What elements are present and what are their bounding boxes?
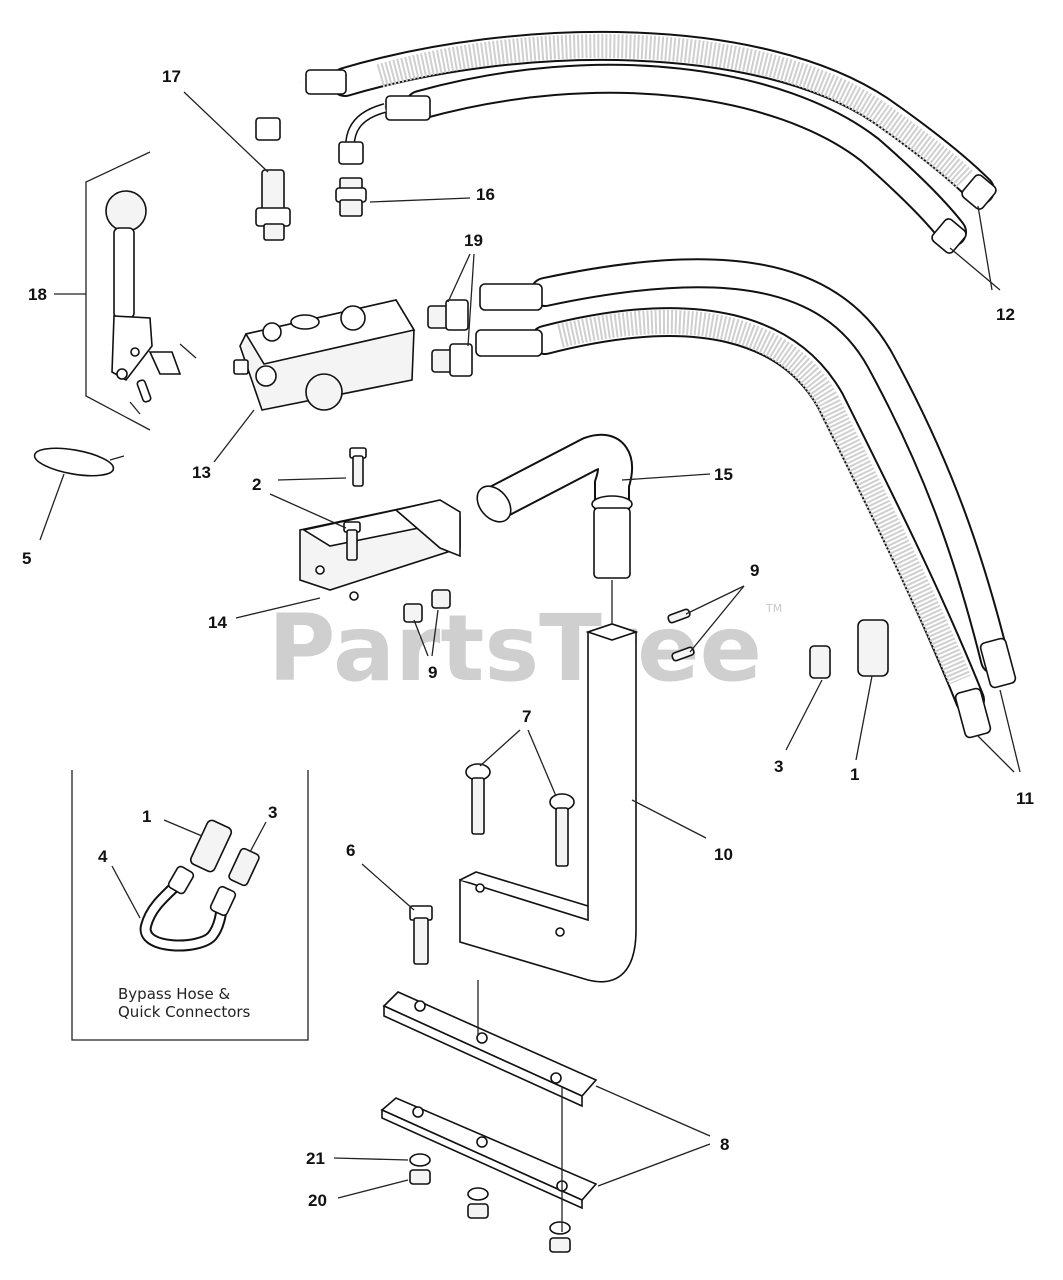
callout-11: 11 (1016, 789, 1034, 808)
callout-21: 21 (306, 1149, 325, 1168)
plate-8-upper[interactable] (382, 991, 598, 1108)
inset-callout-3: 3 (268, 803, 277, 822)
control-valve-13[interactable] (233, 299, 416, 411)
callout-15: 15 (714, 465, 733, 484)
inset-quick-connector-1[interactable] (189, 819, 233, 873)
callout-8: 8 (720, 1135, 729, 1154)
bypass-hose-inset: Bypass Hose & Quick Connectors (71, 770, 309, 1041)
cable-tie-5[interactable] (33, 443, 125, 481)
watermark-trademark: TM (765, 602, 782, 615)
callout-labels: 17 16 19 12 18 13 5 2 15 14 9 9 7 10 6 3… (22, 67, 1034, 1210)
quick-connector-3[interactable] (809, 645, 831, 679)
callout-9-right: 9 (750, 561, 759, 580)
quick-connector-1[interactable] (857, 619, 889, 677)
callout-20: 20 (308, 1191, 327, 1210)
callout-6: 6 (346, 841, 355, 860)
leader-lines (39, 91, 1021, 1199)
callout-19: 19 (464, 231, 483, 250)
inset-caption-line-1: Bypass Hose & (118, 985, 231, 1003)
fitting-16[interactable] (335, 177, 367, 217)
callout-10: 10 (714, 845, 733, 864)
hose-assembly-12[interactable] (255, 30, 998, 255)
nut-9-left[interactable] (403, 589, 451, 623)
frame-post-10[interactable] (459, 623, 639, 983)
callout-17: 17 (162, 67, 181, 86)
callout-7: 7 (522, 707, 531, 726)
control-lever-18[interactable] (85, 151, 197, 431)
mount-bracket-14[interactable] (299, 499, 461, 601)
nut-20[interactable] (409, 1169, 571, 1253)
sleeve-15[interactable] (470, 433, 633, 579)
callout-1: 1 (850, 765, 859, 784)
inset-callout-4: 4 (98, 847, 108, 866)
callout-13: 13 (192, 463, 211, 482)
callout-12: 12 (996, 305, 1015, 324)
plate-8-lower[interactable] (380, 1097, 598, 1210)
bolt-6[interactable] (409, 905, 433, 965)
inset-callout-1: 1 (142, 807, 151, 826)
callout-2: 2 (252, 475, 261, 494)
bypass-hose-4[interactable] (139, 865, 237, 952)
callout-18: 18 (28, 285, 47, 304)
inset-caption-line-2: Quick Connectors (118, 1003, 251, 1021)
callout-14: 14 (208, 613, 227, 632)
callout-16: 16 (476, 185, 495, 204)
hose-assembly-11[interactable] (475, 258, 1017, 739)
bolt-2[interactable] (349, 447, 367, 487)
washer-21[interactable] (409, 1153, 571, 1235)
callout-3: 3 (774, 757, 783, 776)
fitting-19-lower[interactable] (431, 343, 473, 377)
fitting-19-upper[interactable] (427, 299, 469, 331)
bolt-7[interactable] (465, 763, 575, 867)
callout-5: 5 (22, 549, 31, 568)
fitting-17[interactable] (255, 169, 291, 241)
inset-quick-connector-3[interactable] (228, 847, 260, 887)
callout-9-left: 9 (428, 663, 437, 682)
